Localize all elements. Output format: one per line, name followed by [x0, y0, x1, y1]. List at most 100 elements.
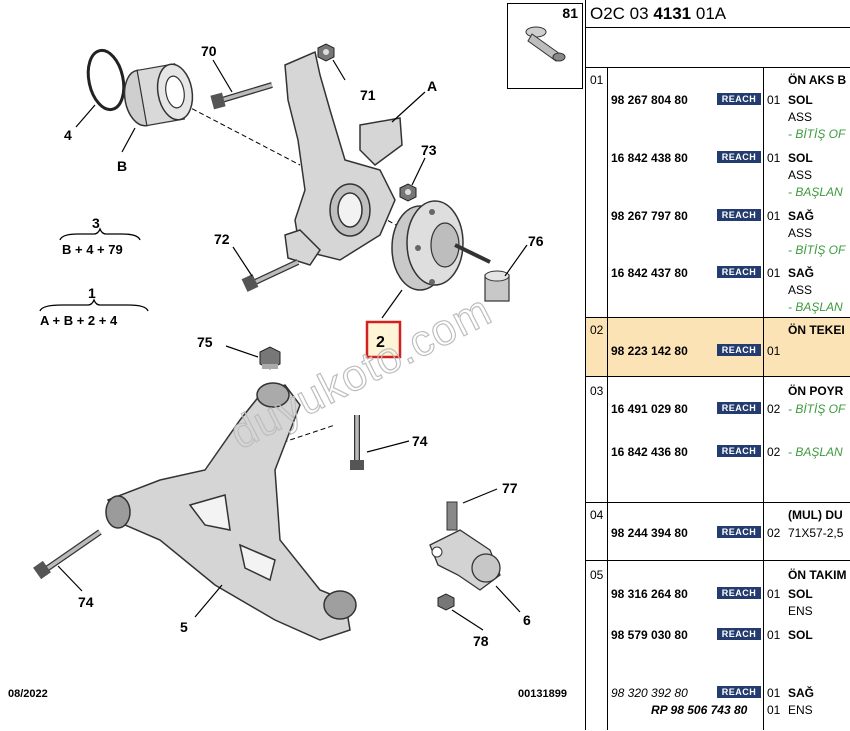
reach-badge: REACH [717, 445, 761, 457]
fig-ref-box: 81 [507, 3, 583, 89]
ball-joint-part [429, 501, 501, 591]
quantity: 01 [767, 209, 781, 223]
callout-74-left: 74 [78, 594, 94, 610]
watermark: duyukoto.com [222, 285, 499, 458]
group-number: 01 [590, 73, 604, 87]
footer-date: 08/2022 [8, 688, 48, 700]
side-label: SOL [788, 93, 813, 107]
exploded-parts-diagram: 70 71 A 4 B 73 72 76 2 75 74 74 77 5 6 7… [8, 43, 567, 700]
sub-label: ASS [788, 110, 813, 124]
part-number: 98 267 804 80 [611, 93, 688, 107]
group-number: 04 [590, 508, 604, 522]
validity-note: - BAŞLAN [788, 445, 843, 459]
reach-badge: REACH [717, 209, 761, 221]
reach-badge: REACH [717, 151, 761, 163]
group-code-prefix: O2C 03 [590, 4, 654, 23]
table-column-divider [607, 67, 608, 730]
bolt-72-part [241, 259, 300, 292]
reach-badge: REACH [717, 93, 761, 105]
reach-badge: REACH [717, 628, 761, 640]
group-number: 03 [590, 384, 604, 398]
quantity: 01 [767, 266, 781, 280]
sub-label: ASS [788, 168, 813, 182]
table-group-03[interactable]: 03 ÖN POYR 16 491 029 80 REACH 02 - BİTİ… [585, 377, 850, 503]
part-number: 98 320 392 80 [611, 686, 688, 700]
group-number: 05 [590, 568, 604, 582]
part-number: 98 579 030 80 [611, 628, 688, 642]
part-number: 98 223 142 80 [611, 344, 688, 358]
callout-A: A [427, 78, 437, 94]
table-group-01[interactable]: 01 ÖN AKS B 98 267 804 80 REACH 01 SOL A… [585, 68, 850, 318]
callout-2: 2 [376, 334, 385, 351]
part-number: 16 491 029 80 [611, 402, 688, 416]
kit-3-label: 3 [92, 215, 100, 231]
side-label: SAĞ [788, 209, 815, 223]
quantity: 01 [767, 703, 781, 717]
bolt-70-part [210, 82, 273, 110]
kit-1-brace [39, 298, 149, 312]
callout-74-right: 74 [412, 433, 428, 449]
leader-lines [57, 59, 528, 631]
group-code-suffix: 01A [691, 4, 727, 23]
fig-ref-number: 81 [562, 5, 578, 21]
sub-label: ENS [788, 703, 813, 717]
quantity: 01 [767, 93, 781, 107]
table-column-divider [763, 67, 764, 730]
callout-76: 76 [528, 233, 544, 249]
sub-label: ENS [788, 604, 813, 618]
nut-71-part [317, 43, 335, 62]
validity-note: - BİTİŞ OF [788, 243, 846, 257]
callout-5: 5 [180, 619, 188, 635]
callout-2-highlight-box [365, 320, 402, 359]
table-left-border [585, 67, 586, 730]
table-group-04[interactable]: 04 (MUL) DU 98 244 394 80 REACH 02 71X57… [585, 503, 850, 561]
quantity: 01 [767, 587, 781, 601]
quantity: 02 [767, 526, 781, 540]
part-number: 98 267 797 80 [611, 209, 688, 223]
bolt-74-vertical-part [350, 415, 364, 470]
parts-table: 01 ÖN AKS B 98 267 804 80 REACH 01 SOL A… [585, 67, 850, 731]
quantity: 02 [767, 402, 781, 416]
quantity: 01 [767, 151, 781, 165]
group-title: ÖN TAKIM [788, 568, 847, 582]
validity-note: - BAŞLAN [788, 300, 843, 314]
dimension-label: 71X57-2,5 [788, 526, 844, 540]
nut-78-part [437, 593, 455, 611]
side-label: SOL [788, 628, 813, 642]
sub-label: ASS [788, 226, 813, 240]
part-number: 98 244 394 80 [611, 526, 688, 540]
header-left-border [585, 0, 586, 67]
callout-6: 6 [523, 612, 531, 628]
quantity: 02 [767, 445, 781, 459]
reach-badge: REACH [717, 526, 761, 538]
reach-badge: REACH [717, 402, 761, 414]
replacement-part-number: RP 98 506 743 80 [651, 703, 748, 717]
callout-4: 4 [64, 127, 72, 143]
wheel-bearing-part [123, 63, 194, 127]
table-group-02[interactable]: 02 ÖN TEKEI 98 223 142 80 REACH 01 [585, 318, 850, 377]
group-title: ÖN POYR [788, 384, 844, 398]
rivet-nut-81-part [525, 26, 566, 62]
quantity: 01 [767, 686, 781, 700]
nut-75-part [259, 346, 281, 370]
side-label: SOL [788, 587, 813, 601]
kit-3-formula: B + 4 + 79 [62, 242, 123, 257]
kit-1-label: 1 [88, 285, 96, 301]
validity-note: - BİTİŞ OF [788, 402, 846, 416]
group-code-header: O2C 03 4131 01A [585, 0, 850, 28]
footer-code: 00131899 [518, 688, 567, 700]
callout-72: 72 [214, 231, 230, 247]
wheel-hub-part [391, 200, 491, 291]
nut-73-part [399, 183, 417, 202]
group-code-main: 4131 [653, 4, 692, 23]
reach-badge: REACH [717, 266, 761, 278]
side-label: SAĞ [788, 686, 815, 700]
reach-badge: REACH [717, 587, 761, 599]
validity-note: - BİTİŞ OF [788, 127, 846, 141]
reach-badge: REACH [717, 686, 761, 698]
callout-77: 77 [502, 480, 518, 496]
lower-control-arm-part [105, 382, 357, 641]
table-group-05[interactable]: 05 ÖN TAKIM 98 316 264 80 REACH 01 SOL E… [585, 561, 850, 731]
callout-70: 70 [201, 43, 217, 59]
kit-1-formula: A + B + 2 + 4 [40, 313, 118, 328]
